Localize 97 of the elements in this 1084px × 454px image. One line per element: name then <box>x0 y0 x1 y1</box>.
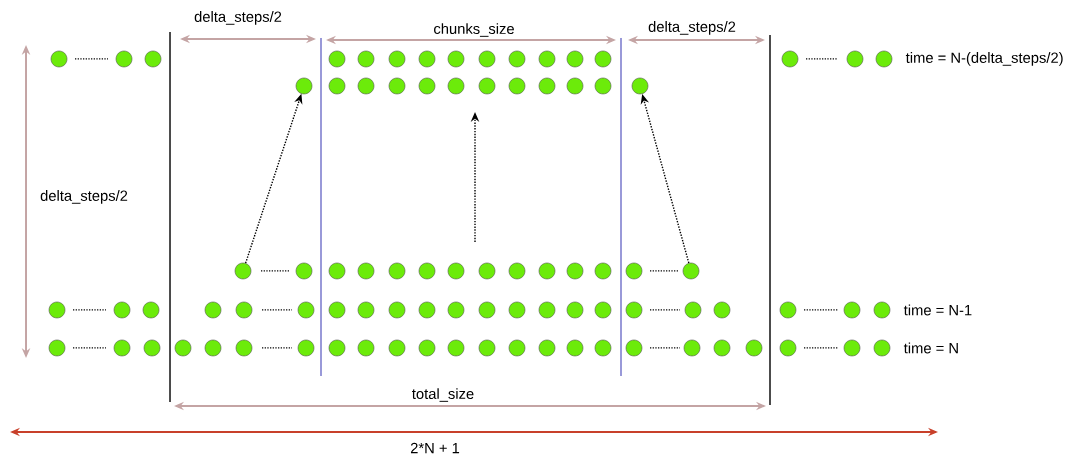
particle-circle <box>388 77 406 95</box>
particle-circle <box>297 301 315 319</box>
particle-circle <box>142 301 160 319</box>
particle-circle <box>295 262 313 280</box>
particle-circle <box>388 339 406 357</box>
dimension-label: total_size <box>412 388 474 402</box>
particle-circle <box>204 301 222 319</box>
particle-circle <box>843 339 861 357</box>
particle-circle <box>447 77 465 95</box>
particle-circle <box>478 50 496 68</box>
particle-circle <box>143 339 161 357</box>
particle-circle <box>234 262 252 280</box>
particle-circle <box>508 50 526 68</box>
particle-circle <box>538 339 556 357</box>
particle-circle <box>508 339 526 357</box>
particle-circle <box>50 50 68 68</box>
particle-circle <box>566 50 584 68</box>
particle-circle <box>843 301 861 319</box>
particle-circle <box>447 339 465 357</box>
particle-circle <box>508 262 526 280</box>
particle-circle <box>682 262 700 280</box>
dimension-label: 2*N + 1 <box>410 442 460 454</box>
particle-circle <box>625 262 643 280</box>
particle-circle <box>447 301 465 319</box>
particle-circle <box>684 301 702 319</box>
particle-circle <box>538 77 556 95</box>
particle-circle <box>508 77 526 95</box>
particle-circle <box>594 262 612 280</box>
particle-circle <box>357 339 375 357</box>
particle-circle <box>418 301 436 319</box>
particle-circle <box>594 301 612 319</box>
particle-circle <box>418 77 436 95</box>
particle-circle <box>174 339 192 357</box>
particle-circle <box>873 301 891 319</box>
particle-circle <box>566 262 584 280</box>
particle-circle <box>566 301 584 319</box>
particle-circle <box>418 50 436 68</box>
dimension-label: chunks_size <box>434 23 514 37</box>
particle-circle <box>328 339 346 357</box>
particle-circle <box>115 50 133 68</box>
particle-circle <box>594 339 612 357</box>
particle-circle <box>297 339 315 357</box>
particle-circle <box>713 301 731 319</box>
particle-circle <box>625 301 643 319</box>
dimension-label: delta_steps/2 <box>648 21 736 35</box>
particle-circle <box>418 262 436 280</box>
particle-circle <box>508 301 526 319</box>
particle-circle <box>48 339 66 357</box>
particle-circle <box>779 301 797 319</box>
particle-circle <box>447 50 465 68</box>
particle-circle <box>875 50 893 68</box>
particle-circle <box>594 77 612 95</box>
particle-circle <box>204 339 222 357</box>
particle-circle <box>295 77 313 95</box>
particle-circle <box>388 262 406 280</box>
particle-circle <box>357 77 375 95</box>
particle-circle <box>846 50 864 68</box>
particle-circle <box>781 50 799 68</box>
particle-circle <box>235 301 253 319</box>
particle-circle <box>144 50 162 68</box>
particle-circle <box>478 77 496 95</box>
particle-circle <box>418 339 436 357</box>
dimension-label: delta_steps/2 <box>194 11 282 25</box>
particle-circle <box>328 77 346 95</box>
particle-circle <box>113 339 131 357</box>
particle-circle <box>235 339 253 357</box>
particle-circle <box>538 301 556 319</box>
dimension-label: delta_steps/2 <box>40 190 128 204</box>
particle-circle <box>357 301 375 319</box>
particle-circle <box>779 339 797 357</box>
particle-circle <box>873 339 891 357</box>
particle-circle <box>388 301 406 319</box>
time-label: time = N-1 <box>903 304 972 316</box>
particle-circle <box>566 77 584 95</box>
time-label: time = N <box>903 342 958 354</box>
particle-circle <box>566 339 584 357</box>
particle-circle <box>625 339 643 357</box>
particle-circle <box>745 339 763 357</box>
particle-circle <box>357 50 375 68</box>
particle-circle <box>631 77 649 95</box>
particle-circle <box>388 50 406 68</box>
particle-circle <box>478 301 496 319</box>
particle-circle <box>683 339 701 357</box>
particle-circle <box>447 262 465 280</box>
particle-circle <box>328 262 346 280</box>
particle-circle <box>357 262 375 280</box>
particle-circle <box>478 262 496 280</box>
particle-circle <box>594 50 612 68</box>
particle-circle <box>538 262 556 280</box>
particle-circle <box>48 301 66 319</box>
particle-circle <box>113 301 131 319</box>
time-label: time = N-(delta_steps/2) <box>905 52 1063 66</box>
particle-circle <box>328 301 346 319</box>
particle-circle <box>478 339 496 357</box>
particle-circle <box>538 50 556 68</box>
particle-circle <box>713 339 731 357</box>
particle-circle <box>328 50 346 68</box>
